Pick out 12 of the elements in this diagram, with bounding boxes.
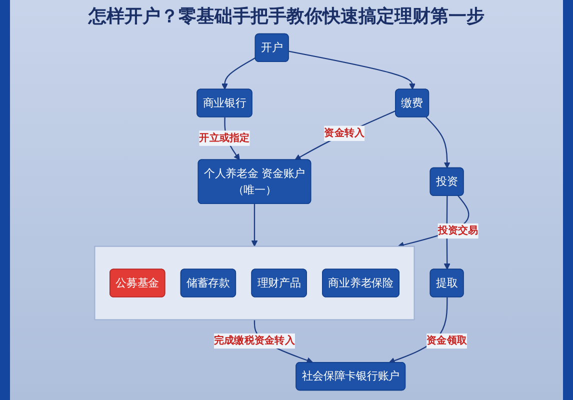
edge-label: 完成缴税资金转入 [214, 334, 295, 346]
arrow [288, 50, 416, 90]
edge-label: 资金转入 [324, 127, 365, 139]
title: 怎样开户？零基础手把手教你快速搞定理财第一步 [87, 5, 486, 28]
arrow [294, 110, 396, 160]
edge-label: 资金领取 [426, 334, 468, 346]
arrow [426, 116, 450, 168]
edge-label: 开立或指定 [199, 132, 250, 144]
edge-label: 投资交易 [438, 224, 478, 236]
cluster [94, 246, 415, 320]
arrow [251, 204, 258, 247]
arrow [222, 57, 256, 90]
